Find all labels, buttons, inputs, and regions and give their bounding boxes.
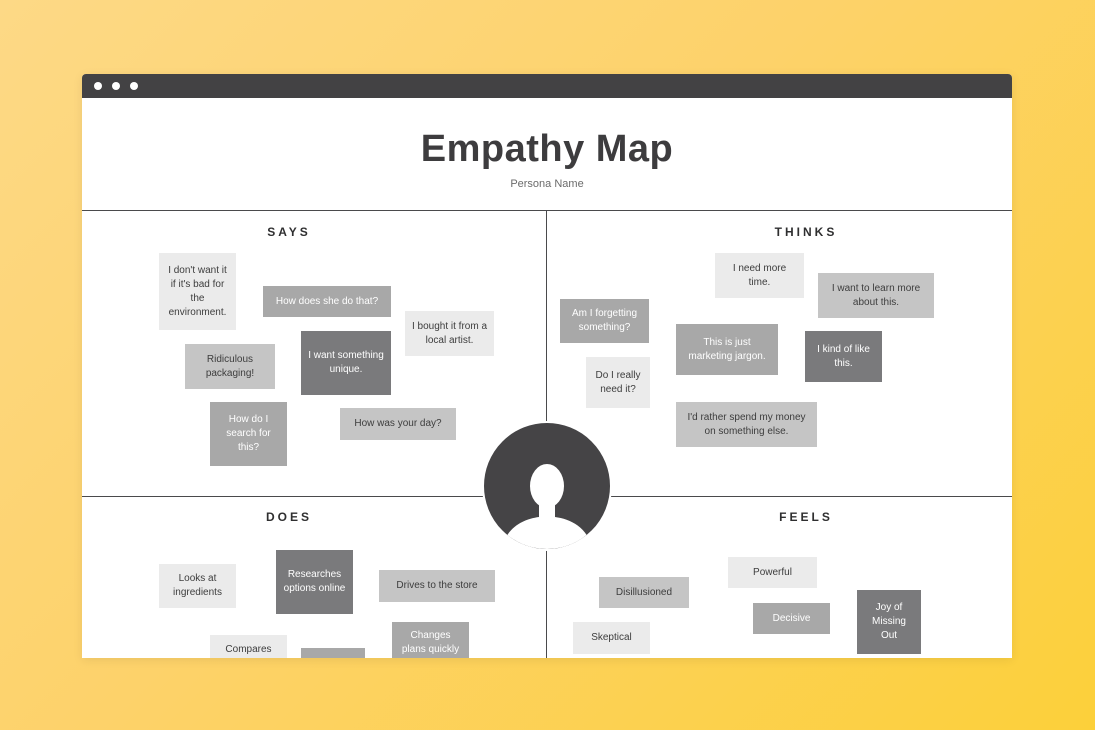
persona-avatar	[482, 421, 612, 551]
does-note-changes-plans[interactable]: Changes plans quickly	[392, 622, 469, 658]
window-control-dot-3[interactable]	[130, 82, 138, 90]
map-header: Empathy Map Persona Name	[82, 98, 1012, 210]
window-titlebar	[82, 74, 1012, 98]
feels-note-jomo[interactable]: Joy of Missing Out	[857, 590, 921, 654]
page-title: Empathy Map	[420, 128, 674, 170]
does-note-compares[interactable]: Compares	[210, 635, 287, 658]
quadrant-title-does: DOES	[265, 510, 312, 524]
feels-note-disillusioned[interactable]: Disillusioned	[599, 577, 689, 608]
header-divider	[82, 210, 1012, 211]
thinks-note-kind-of-like[interactable]: I kind of like this.	[805, 331, 882, 382]
window-control-dot-1[interactable]	[94, 82, 102, 90]
quadrant-title-feels: FEELS	[779, 510, 833, 524]
thinks-note-really-need[interactable]: Do I really need it?	[586, 357, 650, 408]
says-note-environment[interactable]: I don't want it if it's bad for the envi…	[159, 253, 236, 330]
does-note-hidden[interactable]	[301, 648, 365, 658]
says-note-local-artist[interactable]: I bought it from a local artist.	[405, 311, 494, 356]
does-note-ingredients[interactable]: Looks at ingredients	[159, 564, 236, 608]
says-note-search[interactable]: How do I search for this?	[210, 402, 287, 466]
feels-note-decisive[interactable]: Decisive	[753, 603, 830, 634]
feels-note-skeptical[interactable]: Skeptical	[573, 622, 650, 654]
thinks-note-more-time[interactable]: I need more time.	[715, 253, 804, 298]
thinks-note-learn-more[interactable]: I want to learn more about this.	[818, 273, 934, 318]
window-control-dot-2[interactable]	[112, 82, 120, 90]
thinks-note-jargon[interactable]: This is just marketing jargon.	[676, 324, 778, 375]
person-silhouette-icon	[502, 464, 592, 549]
says-note-packaging[interactable]: Ridiculous packaging!	[185, 344, 275, 389]
feels-note-powerful[interactable]: Powerful	[728, 557, 817, 588]
persona-name: Persona Name	[510, 178, 584, 190]
quadrant-title-thinks: THINKS	[774, 225, 838, 239]
does-note-researches[interactable]: Researches options online	[276, 550, 353, 614]
thinks-note-spend-money[interactable]: I'd rather spend my money on something e…	[676, 402, 817, 447]
says-note-your-day[interactable]: How was your day?	[340, 408, 456, 440]
thinks-note-forgetting[interactable]: Am I forgetting something?	[560, 299, 649, 343]
says-note-unique[interactable]: I want something unique.	[301, 331, 391, 395]
browser-window: Empathy Map Persona Name SAYS THINKS DOE…	[82, 74, 1012, 658]
does-note-drives[interactable]: Drives to the store	[379, 570, 495, 602]
says-note-how-does-she[interactable]: How does she do that?	[263, 286, 391, 317]
quadrant-title-says: SAYS	[267, 225, 311, 239]
